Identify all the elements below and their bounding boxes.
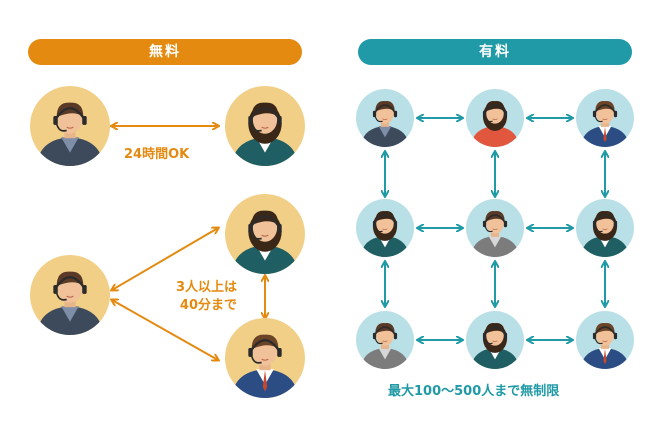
free-group-arrow-upper	[112, 228, 218, 290]
free-pair-caption: 24時間OK	[124, 147, 190, 162]
paid-person-1-1	[356, 89, 414, 147]
paid-person-1-3	[576, 89, 634, 147]
free-person-2	[225, 86, 305, 166]
free-group-caption-line2: 40分まで	[179, 298, 237, 313]
paid-person-3-2	[466, 311, 524, 369]
paid-person-1-2	[466, 89, 524, 147]
paid-caption: 最大100〜500人まで無制限	[388, 384, 560, 399]
free-person-4	[225, 194, 305, 274]
paid-plan-header: 有料	[358, 39, 632, 65]
free-person-1	[30, 86, 110, 166]
free-plan-header: 無料	[28, 39, 302, 65]
free-person-3	[30, 255, 110, 335]
paid-person-2-1	[356, 199, 414, 257]
paid-person-2-2	[466, 199, 524, 257]
free-group-caption-line1: 3人以上は	[175, 280, 237, 295]
paid-person-3-1	[356, 311, 414, 369]
paid-person-3-3	[576, 311, 634, 369]
free-person-5	[225, 318, 305, 398]
paid-person-2-3	[576, 199, 634, 257]
free-group-arrow-lower	[112, 300, 218, 360]
